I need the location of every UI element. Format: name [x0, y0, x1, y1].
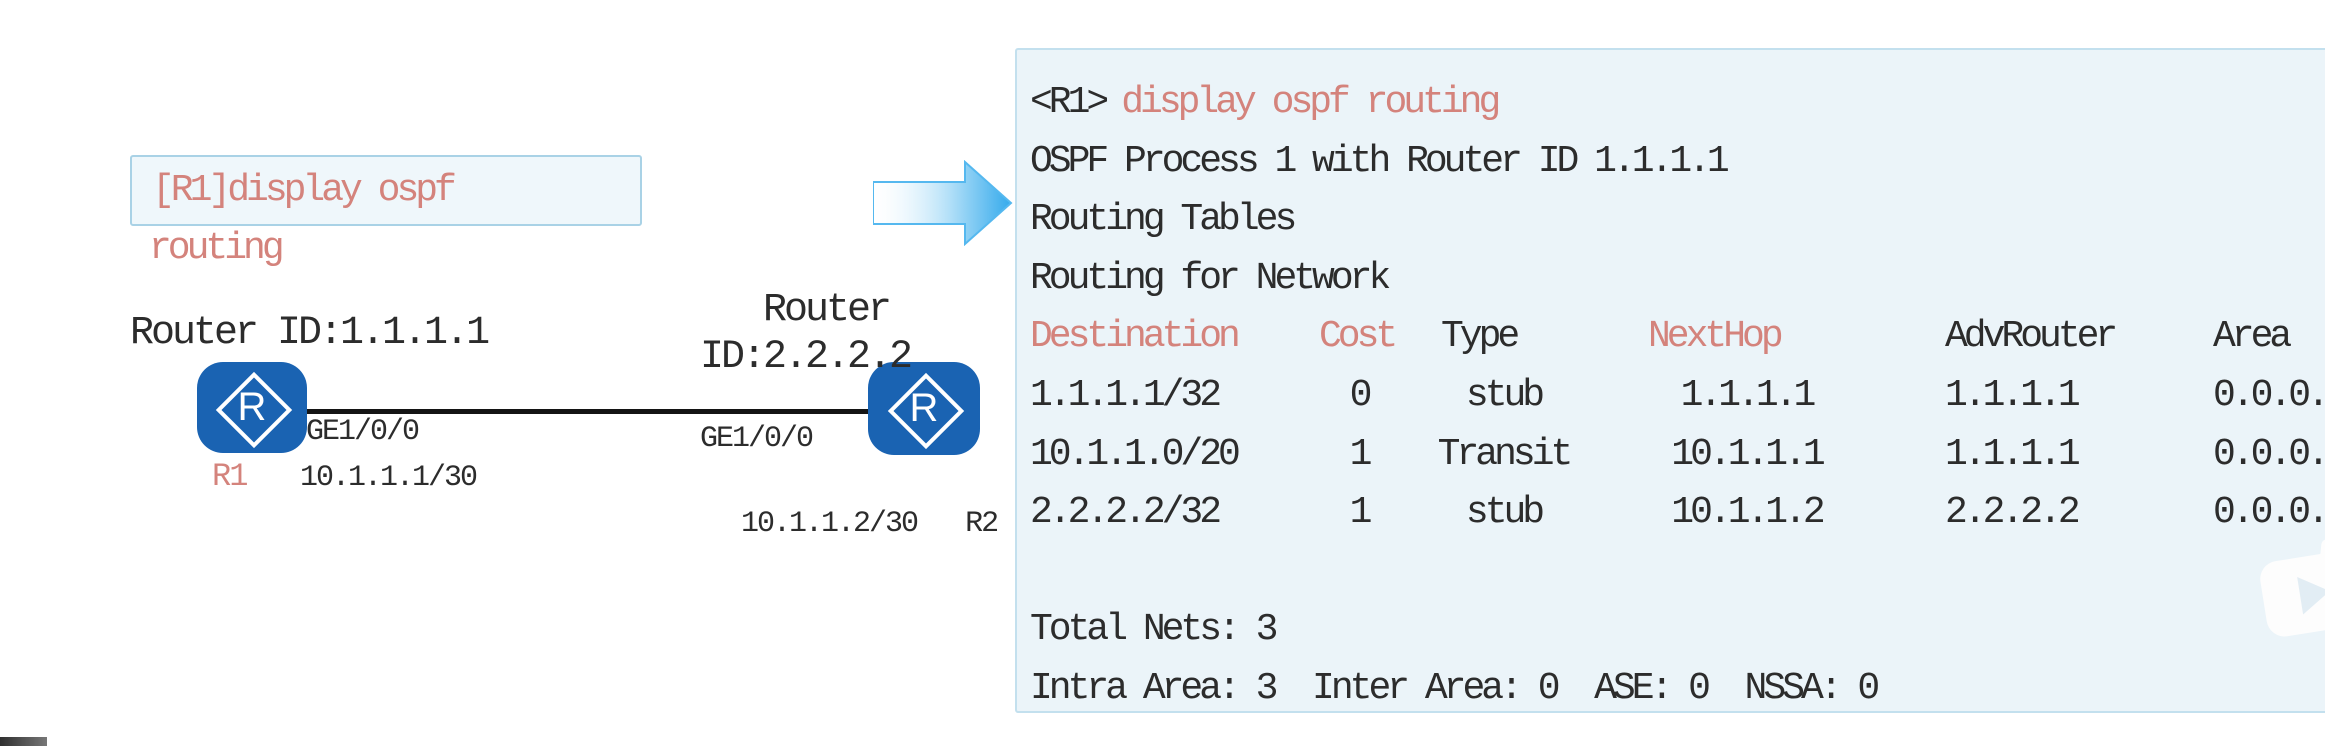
table-cell: 0.0.0.0	[2213, 432, 2325, 476]
table-cell: 1	[1349, 491, 1373, 535]
command-callout-text: [R1]display ospf	[152, 169, 457, 212]
cli-total-nets: Total Nets: 3	[1030, 608, 1278, 652]
cli-area-summary: Intra Area: 3 Inter Area: 0 ASE: 0 NSSA:…	[1030, 666, 1880, 710]
blank-line	[1030, 553, 2325, 612]
col-header-type: Type	[1441, 315, 1520, 359]
table-cell: 0	[1349, 373, 1373, 417]
table-cell: 1.1.1.1/32	[1030, 373, 1222, 417]
table-cell: 0.0.0.0	[2213, 373, 2325, 417]
cli-line-routing-for-network: Routing for Network	[1030, 256, 1391, 300]
cli-line-process: OSPF Process 1 with Router ID 1.1.1.1	[1030, 139, 1730, 183]
table-cell: 1	[1349, 432, 1373, 476]
ospf-routing-table: Destination Cost Type NextHop AdvRouter …	[1030, 318, 2325, 552]
table-cell: 1.1.1.1	[1945, 432, 2081, 476]
router-icon-letter: R	[909, 386, 939, 430]
col-header-advrouter: AdvRouter	[1945, 315, 2118, 359]
r1-router-id-label: Router ID:1.1.1.1	[130, 311, 490, 356]
cli-prompt: <R1>	[1030, 81, 1109, 124]
table-cell: 2.2.2.2/32	[1030, 491, 1222, 535]
router-r2-icon: R	[868, 362, 980, 455]
link-line	[307, 409, 870, 414]
r1-name-label: R1	[212, 458, 248, 495]
r2-ip-line: 10.1.1.2/30 R2	[677, 479, 999, 569]
table-cell: stub	[1465, 373, 1545, 417]
command-callout-wrap-text: routing	[149, 227, 285, 270]
col-header-cost: Cost	[1319, 315, 1398, 359]
table-cell: 2.2.2.2	[1945, 491, 2081, 535]
router-icon-letter: R	[237, 385, 267, 429]
table-cell: Transit	[1437, 432, 1574, 476]
table-cell: stub	[1465, 491, 1545, 535]
table-cell: 10.1.1.0/20	[1030, 432, 1241, 476]
cli-command: display ospf routing	[1121, 81, 1501, 124]
col-header-area: Area	[2213, 315, 2292, 359]
router-r1-icon: R	[197, 362, 307, 453]
table-cell: 1.1.1.1	[1945, 373, 2081, 417]
r2-name-label: R2	[965, 507, 999, 541]
cli-output-panel: <R1> display ospf routing OSPF Process 1…	[1015, 48, 2325, 713]
table-cell: 10.1.1.2	[1671, 491, 1825, 535]
col-header-destination: Destination	[1030, 315, 1241, 359]
command-callout-box	[130, 155, 642, 226]
r2-router-id-label-line1: Router	[763, 288, 892, 333]
cli-command-line: <R1> display ospf routing	[1030, 84, 2325, 143]
table-cell: 1.1.1.1	[1680, 373, 1817, 417]
r2-ip-label: 10.1.1.2/30	[741, 507, 919, 541]
r1-ip-label: 10.1.1.1/30	[300, 461, 478, 495]
video-progress-bar[interactable]	[0, 737, 47, 746]
r1-interface-label: GE1/0/0	[306, 415, 420, 449]
r2-router-id-label-line2: ID:2.2.2.2	[700, 335, 913, 380]
r2-interface-label: GE1/0/0	[700, 422, 814, 456]
table-cell: 10.1.1.1	[1671, 432, 1825, 476]
play-icon-triangle	[2297, 572, 2325, 615]
col-header-nexthop: NextHop	[1648, 315, 1784, 359]
cli-line-routing-tables: Routing Tables	[1030, 198, 1297, 242]
arrow-right-icon	[873, 160, 1013, 246]
table-cell: 0.0.0.0	[2213, 491, 2325, 535]
